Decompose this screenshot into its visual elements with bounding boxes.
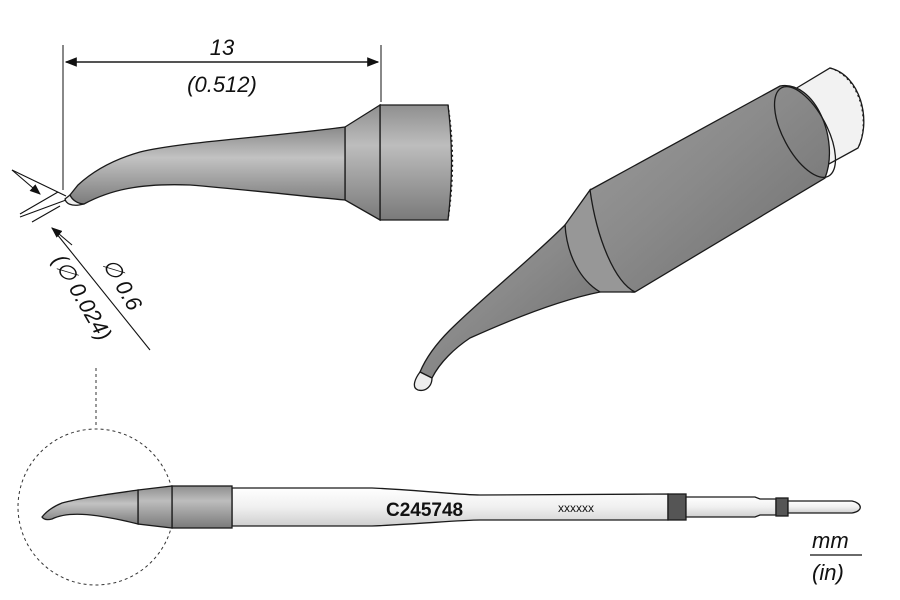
diameter-mm-label: ∅ 0.6: [98, 254, 148, 316]
length-mm-label: 13: [210, 35, 235, 60]
part-code-label: C245748: [386, 500, 463, 521]
tip-isometric-view: [413, 67, 865, 392]
iso-cylinder-end: [773, 86, 837, 178]
bottom-taper: [41, 489, 139, 525]
heater-body: [171, 485, 233, 529]
iso-cylinder: [588, 85, 830, 293]
rear-shaft: [685, 496, 777, 518]
tip-side-view: [64, 103, 454, 222]
unit-in: (in): [812, 560, 844, 585]
marking-label: xxxxxx: [558, 501, 594, 515]
tip-taper: [69, 126, 346, 205]
tip-end: [64, 193, 85, 206]
iso-tip-end: [413, 371, 433, 392]
diameter-labels: ∅ 0.6 (∅ 0.024): [48, 250, 148, 345]
rear-ring: [775, 497, 789, 517]
iso-taper: [419, 223, 602, 379]
length-in-label: (0.512): [187, 72, 257, 97]
length-dimension: 13 (0.512): [62, 35, 382, 190]
diameter-dimension: [11, 169, 151, 351]
tip-collar: [344, 103, 381, 222]
bottom-collar: [137, 485, 173, 529]
tip-base-cylinder: [379, 104, 453, 221]
detail-callout: [17, 368, 175, 586]
rear-pin: [787, 500, 861, 514]
units-legend: mm (in): [810, 528, 862, 585]
unit-mm: mm: [812, 528, 849, 553]
tip-full-length-view: [41, 485, 861, 529]
shaft-ring: [667, 493, 687, 521]
